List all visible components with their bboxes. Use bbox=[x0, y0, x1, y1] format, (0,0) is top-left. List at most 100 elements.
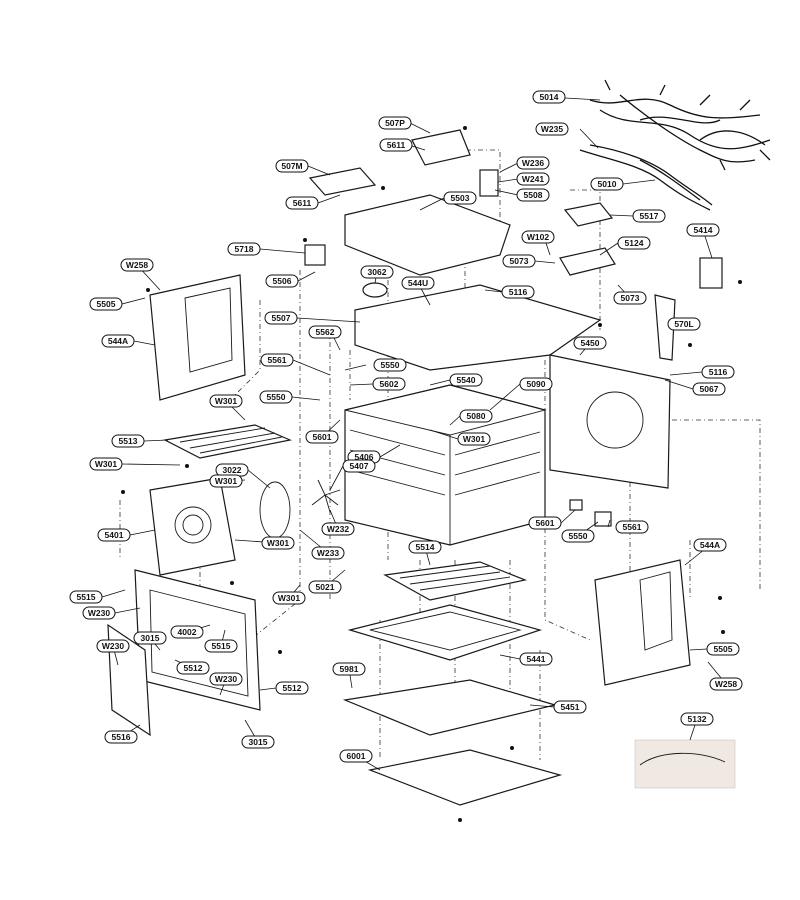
callout-label: W230 bbox=[102, 641, 124, 651]
callout-label: 5021 bbox=[316, 582, 335, 592]
callout: W232 bbox=[321, 522, 355, 536]
callout-label: 3062 bbox=[368, 267, 387, 277]
callout-label: W301 bbox=[95, 459, 117, 469]
callout: 5550 bbox=[259, 390, 293, 404]
callout-label: W301 bbox=[215, 396, 237, 406]
callout: 5080 bbox=[459, 409, 493, 423]
callout: W258 bbox=[709, 677, 743, 691]
terminal-block-5508 bbox=[479, 169, 499, 197]
callout-label: W301 bbox=[278, 593, 300, 603]
callout: 3022 bbox=[215, 463, 249, 477]
callout: W241 bbox=[516, 172, 550, 186]
callout-label: W230 bbox=[88, 608, 110, 618]
callout: 5561 bbox=[615, 520, 649, 534]
callout: 5718 bbox=[227, 242, 261, 256]
callout: W301 bbox=[261, 536, 295, 550]
callout-label: 5450 bbox=[581, 338, 600, 348]
bottom-plate-5451 bbox=[342, 679, 558, 736]
sensor-5601 bbox=[569, 499, 583, 511]
callout: 5451 bbox=[553, 700, 587, 714]
callout-label: 5611 bbox=[293, 198, 312, 208]
wire-harness-5014 bbox=[589, 79, 771, 171]
callout-label: W301 bbox=[463, 434, 485, 444]
callout: 5073 bbox=[613, 291, 647, 305]
callout-label: 5505 bbox=[97, 299, 116, 309]
callout-label: 5561 bbox=[623, 522, 642, 532]
callout: 5090 bbox=[519, 377, 553, 391]
bracket-570L bbox=[654, 294, 676, 361]
callout-label: 5014 bbox=[540, 92, 559, 102]
callout: 5021 bbox=[308, 580, 342, 594]
callout-label: W235 bbox=[541, 124, 563, 134]
callout-label: 5516 bbox=[112, 732, 131, 742]
callout: W102 bbox=[521, 230, 555, 244]
callout-label: 5517 bbox=[640, 211, 659, 221]
module-5517 bbox=[563, 202, 614, 227]
callout-label: 5505 bbox=[714, 644, 733, 654]
callout: W301 bbox=[89, 457, 123, 471]
callout: W301 bbox=[457, 432, 491, 446]
callout: 5401 bbox=[97, 528, 131, 542]
callout-label: 5602 bbox=[380, 379, 399, 389]
callout-labels: 5014 W235 507P 5611 W236 W241 5508 5503 … bbox=[69, 90, 743, 763]
callout: 5450 bbox=[573, 336, 607, 350]
callout: W230 bbox=[82, 606, 116, 620]
callout-label: 5550 bbox=[381, 360, 400, 370]
callout-label: 6001 bbox=[347, 751, 366, 761]
callout: 5611 bbox=[379, 138, 413, 152]
callout: 5602 bbox=[372, 377, 406, 391]
callout-label: 5512 bbox=[184, 663, 203, 673]
callout-label: 5067 bbox=[700, 384, 719, 394]
callout-label: 507M bbox=[281, 161, 302, 171]
callout: 5506 bbox=[265, 274, 299, 288]
callout-label: W233 bbox=[317, 548, 339, 558]
callout-label: 5513 bbox=[119, 436, 138, 446]
callout: W233 bbox=[311, 546, 345, 560]
callout-label: 5515 bbox=[77, 592, 96, 602]
parts bbox=[107, 79, 771, 806]
callout: 6001 bbox=[339, 749, 373, 763]
callout-label: 5601 bbox=[536, 518, 555, 528]
callout: 507P bbox=[378, 116, 412, 130]
callout-label: 5506 bbox=[273, 276, 292, 286]
callout: 5503 bbox=[443, 191, 477, 205]
callout-label: 5562 bbox=[316, 327, 335, 337]
callout: 5067 bbox=[692, 382, 726, 396]
callout: 507M bbox=[275, 159, 309, 173]
callout-label: 5601 bbox=[313, 432, 332, 442]
callout-label: 5507 bbox=[272, 313, 291, 323]
callout: 5407 bbox=[342, 459, 376, 473]
callout: W301 bbox=[209, 394, 243, 408]
callout-label: 5441 bbox=[527, 654, 546, 664]
callout-label: W236 bbox=[522, 158, 544, 168]
leader-lines bbox=[101, 97, 727, 771]
callout: 5513 bbox=[111, 434, 145, 448]
tray-5441 bbox=[347, 604, 543, 661]
callout-label: 5116 bbox=[709, 367, 728, 377]
callout-label: 5132 bbox=[688, 714, 707, 724]
callout: 5414 bbox=[686, 223, 720, 237]
callout-label: 3022 bbox=[223, 465, 242, 475]
bake-heater-5514 bbox=[383, 561, 528, 601]
top-cover-5503 bbox=[344, 194, 511, 276]
callout: 5517 bbox=[632, 209, 666, 223]
fan-5407 bbox=[311, 479, 341, 513]
callout: 5550 bbox=[373, 358, 407, 372]
callout-label: 3015 bbox=[141, 633, 160, 643]
callout-label: 544U bbox=[408, 278, 428, 288]
callout: 5010 bbox=[590, 177, 624, 191]
callout-label: 5611 bbox=[387, 140, 406, 150]
callout-label: 4002 bbox=[178, 627, 197, 637]
callout: 5014 bbox=[532, 90, 566, 104]
bracket-507P bbox=[411, 129, 471, 166]
callout: W235 bbox=[535, 122, 569, 136]
part-5414 bbox=[699, 257, 723, 289]
callout: 5601 bbox=[305, 430, 339, 444]
callout: 5132 bbox=[680, 712, 714, 726]
callout: 5441 bbox=[519, 652, 553, 666]
wire-harness-5010 bbox=[579, 144, 713, 211]
callout: 3015 bbox=[133, 631, 167, 645]
callout-label: 5550 bbox=[267, 392, 286, 402]
callout: 3062 bbox=[360, 265, 394, 279]
